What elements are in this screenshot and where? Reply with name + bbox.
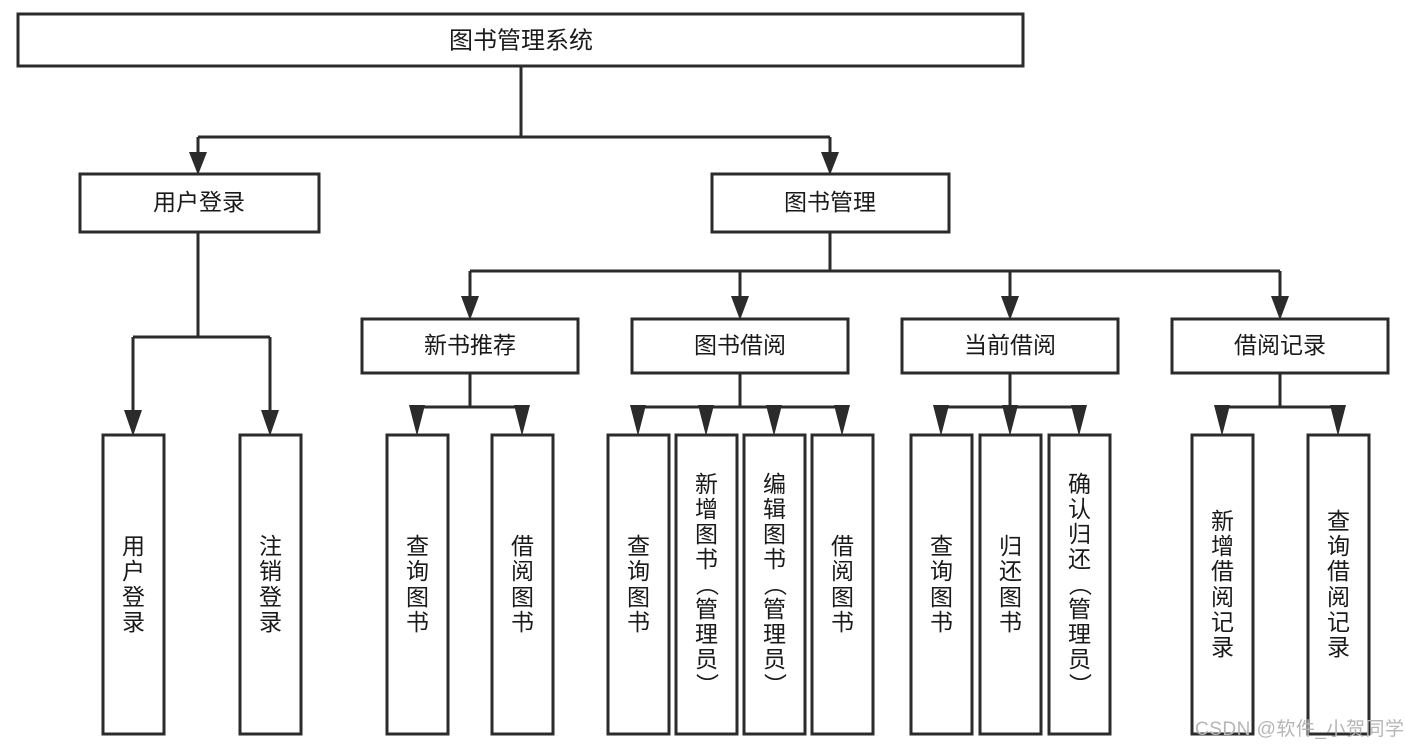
arrowhead-leaf-query-borrow-record [1330,405,1346,436]
arrowhead-book-manage [821,152,839,175]
arrowhead-group [124,152,1346,436]
arrowhead-leaf-add-book-admin [698,405,714,436]
node-book-borrow-box[interactable] [630,317,850,375]
node-leaf-add-book-admin-box[interactable] [674,433,739,736]
arrowhead-leaf-query-book-3 [933,405,949,436]
node-user-login-box[interactable] [78,172,321,234]
node-current-borrow-label: 当前借阅 [964,332,1056,358]
arrowhead-leaf-borrow-book-1 [514,405,530,436]
node-leaf-query-borrow-record-box[interactable] [1306,433,1371,736]
arrowhead-leaf-edit-book-admin [766,405,782,436]
node-leaf-user-login-box[interactable] [101,433,166,736]
node-root-label: 图书管理系统 [449,27,593,54]
arrowhead-leaf-confirm-return [1071,405,1087,436]
node-leaf-add-borrow-record-box[interactable] [1190,433,1255,736]
arrowhead-leaf-user-login [124,410,142,436]
node-book-borrow-label: 图书借阅 [694,332,786,358]
arrowhead-current-borrow [1001,296,1019,320]
node-borrow-record-label: 借阅记录 [1234,332,1326,358]
node-box-group: 图书管理系统 用户登录 图书管理 新书推荐 图书借阅 当前借阅 借阅记录 [16,12,1390,736]
node-current-borrow-box[interactable] [900,317,1120,375]
node-new-book-recommend-box[interactable] [360,317,580,375]
arrowhead-leaf-add-borrow-record [1214,405,1230,436]
arrowhead-user-login [189,152,207,175]
arrowhead-leaf-query-book-2 [630,405,646,436]
arrowhead-leaf-return-book [1002,405,1018,436]
node-book-manage-box[interactable] [710,172,951,234]
node-leaf-edit-book-admin-box[interactable] [742,433,807,736]
node-leaf-return-book-box[interactable] [978,433,1043,736]
node-leaf-query-book-1-box[interactable] [385,433,450,736]
node-leaf-query-book-2-box[interactable] [606,433,671,736]
node-leaf-borrow-book-2-box[interactable] [810,433,875,736]
node-leaf-confirm-return-box[interactable] [1047,433,1112,736]
node-root-box[interactable] [16,12,1025,68]
node-leaf-borrow-book-1-box[interactable] [490,433,555,736]
arrowhead-leaf-borrow-book-2 [834,405,850,436]
node-new-book-recommend-label: 新书推荐 [424,332,516,358]
arrowhead-leaf-query-book-1 [409,405,425,436]
node-book-manage-label: 图书管理 [784,189,876,215]
node-leaf-user-logout-box[interactable] [238,433,303,736]
arrowhead-book-borrow [731,296,749,320]
arrowhead-borrow-record [1271,296,1289,320]
node-leaf-query-book-3-box[interactable] [909,433,974,736]
node-user-login-label: 用户登录 [153,189,245,215]
arrowhead-new-book [461,296,479,320]
node-borrow-record-box[interactable] [1170,317,1390,375]
arrowhead-leaf-user-logout [261,410,279,436]
